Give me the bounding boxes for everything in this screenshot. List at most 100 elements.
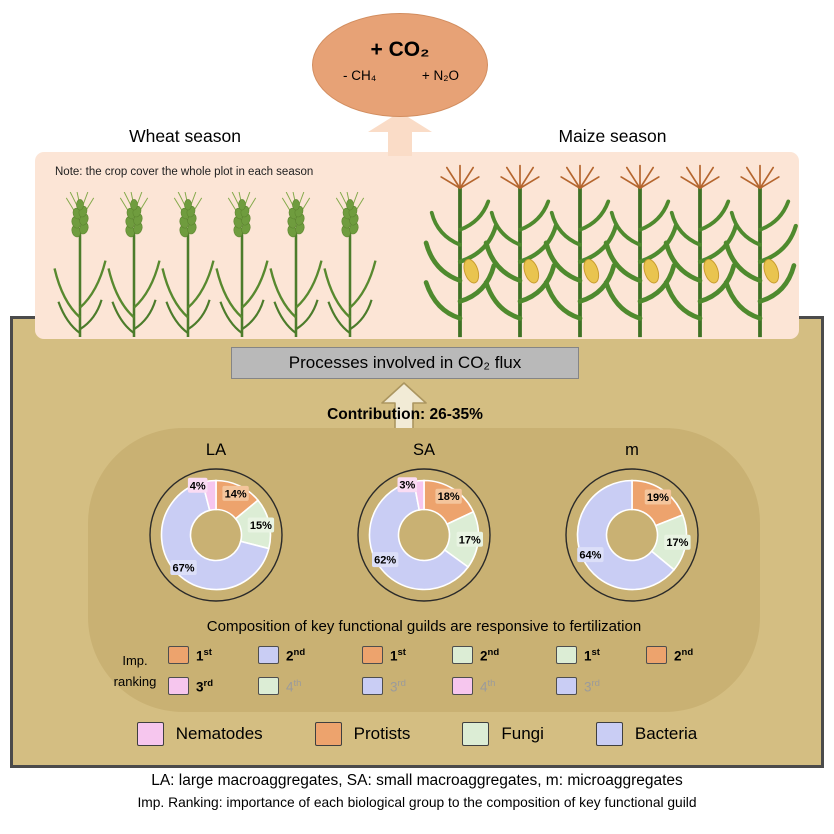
rank-group-SA: 1st 2nd 3rd 4th	[362, 644, 547, 697]
segment-value-chip: 17%	[456, 531, 483, 547]
rank-swatch-nematodes	[452, 677, 473, 695]
wheat-season-label: Wheat season	[129, 126, 241, 146]
svg-text:14%: 14%	[225, 488, 247, 500]
field-panel: Note: the crop cover the whole plot in e…	[35, 152, 799, 339]
rank-label: 2nd	[286, 646, 306, 664]
rank-swatch-bacteria	[258, 646, 279, 664]
legend-swatch-protists	[314, 722, 342, 746]
rank-swatch-protists	[168, 646, 189, 664]
svg-text:64%: 64%	[579, 550, 601, 562]
imp-ranking-label: Imp. ranking	[102, 650, 168, 692]
rank-swatch-protists	[362, 646, 383, 664]
wheat-plant-icon	[53, 192, 107, 339]
chart-title: LA	[205, 441, 227, 459]
footer-line-2: Imp. Ranking: importance of each biologi…	[137, 795, 697, 810]
maize-plants-illustration	[420, 160, 800, 339]
rank-swatch-bacteria	[362, 677, 383, 695]
rank-label: 4th	[286, 677, 302, 695]
maize-season-label: Maize season	[558, 126, 667, 146]
wheat-plant-icon	[269, 192, 323, 339]
rank-group-LA: 1st 2nd 3rd 4th	[168, 644, 353, 697]
segment-value-chip: 17%	[664, 534, 691, 550]
legend-label: Bacteria	[634, 724, 698, 743]
rank-swatch-bacteria	[556, 677, 577, 695]
legend-item-protists: Protists	[314, 722, 411, 746]
legend-item-fungi: Fungi	[462, 722, 544, 746]
maize-plant-icon	[426, 166, 496, 337]
svg-text:18%: 18%	[438, 491, 460, 503]
segment-value-chip: 67%	[170, 560, 197, 575]
contribution-label: Contribution: 26-35%	[327, 406, 483, 423]
rank-item: 4th	[258, 675, 348, 697]
rank-label: 4th	[480, 677, 496, 695]
rank-item: 2nd	[646, 644, 736, 666]
rank-item: 4th	[452, 675, 542, 697]
rank-swatch-fungi	[258, 677, 279, 695]
chart-outline-circle	[565, 468, 699, 602]
legend-swatch-bacteria	[595, 722, 623, 746]
footer-line-1: LA: large macroaggregates, SA: small mac…	[151, 772, 683, 789]
rank-label: 3rd	[196, 677, 214, 695]
rank-swatch-fungi	[452, 646, 473, 664]
rank-item: 3rd	[556, 675, 646, 697]
maize-plant-icon	[726, 166, 796, 337]
ch4-label: - CH₄	[343, 68, 377, 83]
rank-label: 1st	[390, 646, 406, 664]
imp-ranking-label-line2: ranking	[113, 674, 157, 689]
svg-text:67%: 67%	[172, 563, 194, 575]
donut-chart-svg-m: 19% 17% 64%	[565, 468, 699, 602]
donut-chart-svg-LA: 14% 15% 67% 4%	[149, 468, 283, 602]
svg-text:17%: 17%	[459, 534, 481, 546]
composition-note: Composition of key functional guilds are…	[206, 618, 642, 635]
rank-swatch-nematodes	[168, 677, 189, 695]
svg-text:62%: 62%	[374, 555, 396, 567]
donut-chart-svg-SA: 18% 17% 62% 3%	[357, 468, 491, 602]
segment-value-chip: 4%	[187, 477, 208, 493]
wheat-plant-icon	[107, 192, 161, 339]
rank-label: 3rd	[584, 677, 600, 695]
wheat-plant-icon	[215, 192, 269, 339]
rank-item: 1st	[362, 644, 452, 666]
chart-title: m	[625, 441, 639, 459]
legend-label: Protists	[353, 724, 411, 743]
donut-chart-SA: SA 18% 17% 62% 3%	[349, 440, 499, 610]
wheat-plants-illustration	[53, 192, 377, 339]
maize-plant-icon	[666, 166, 736, 337]
up-arrow-to-co2-icon	[368, 112, 432, 156]
maize-plant-icon	[606, 166, 676, 337]
n2o-label: + N₂O	[421, 68, 459, 83]
rank-item: 2nd	[258, 644, 348, 666]
rank-item: 2nd	[452, 644, 542, 666]
donut-chart-m: m 19% 17% 64%	[557, 440, 707, 610]
wheat-plant-icon	[161, 192, 215, 339]
rank-item: 3rd	[168, 675, 258, 697]
maize-plant-icon	[546, 166, 616, 337]
segment-value-chip: 3%	[397, 477, 418, 493]
rank-item: 1st	[168, 644, 258, 666]
wheat-plant-icon	[323, 192, 377, 339]
sub-gases-row: - CH₄ + N₂O	[313, 62, 487, 83]
rank-label: 1st	[584, 646, 600, 664]
svg-text:4%: 4%	[190, 480, 206, 492]
donut-chart-LA: LA 14% 15% 67% 4%	[141, 440, 291, 610]
chart-title: SA	[412, 441, 435, 459]
emissions-ellipse: + CO₂ - CH₄ + N₂O	[312, 13, 488, 117]
segment-value-chip: 14%	[222, 485, 249, 501]
legend-label: Fungi	[501, 724, 544, 743]
svg-text:19%: 19%	[647, 492, 669, 504]
segment-value-chip: 62%	[372, 552, 399, 568]
rank-label: 1st	[196, 646, 212, 664]
legend-item-bacteria: Bacteria	[595, 722, 698, 746]
rank-label: 3rd	[390, 677, 406, 695]
svg-text:15%: 15%	[250, 520, 272, 532]
rank-swatch-protists	[646, 646, 667, 664]
maize-plant-icon	[486, 166, 556, 337]
charts-row: LA 14% 15% 67% 4% SA 18% 17% 62% 3% m 19% 17% 64%	[88, 440, 760, 610]
co2-label: + CO₂	[370, 38, 430, 61]
legend-swatch-fungi	[462, 722, 490, 746]
chart-outline-circle	[357, 468, 491, 602]
rank-item: 1st	[556, 644, 646, 666]
rank-group-m: 1st 2nd 3rd	[556, 644, 741, 697]
